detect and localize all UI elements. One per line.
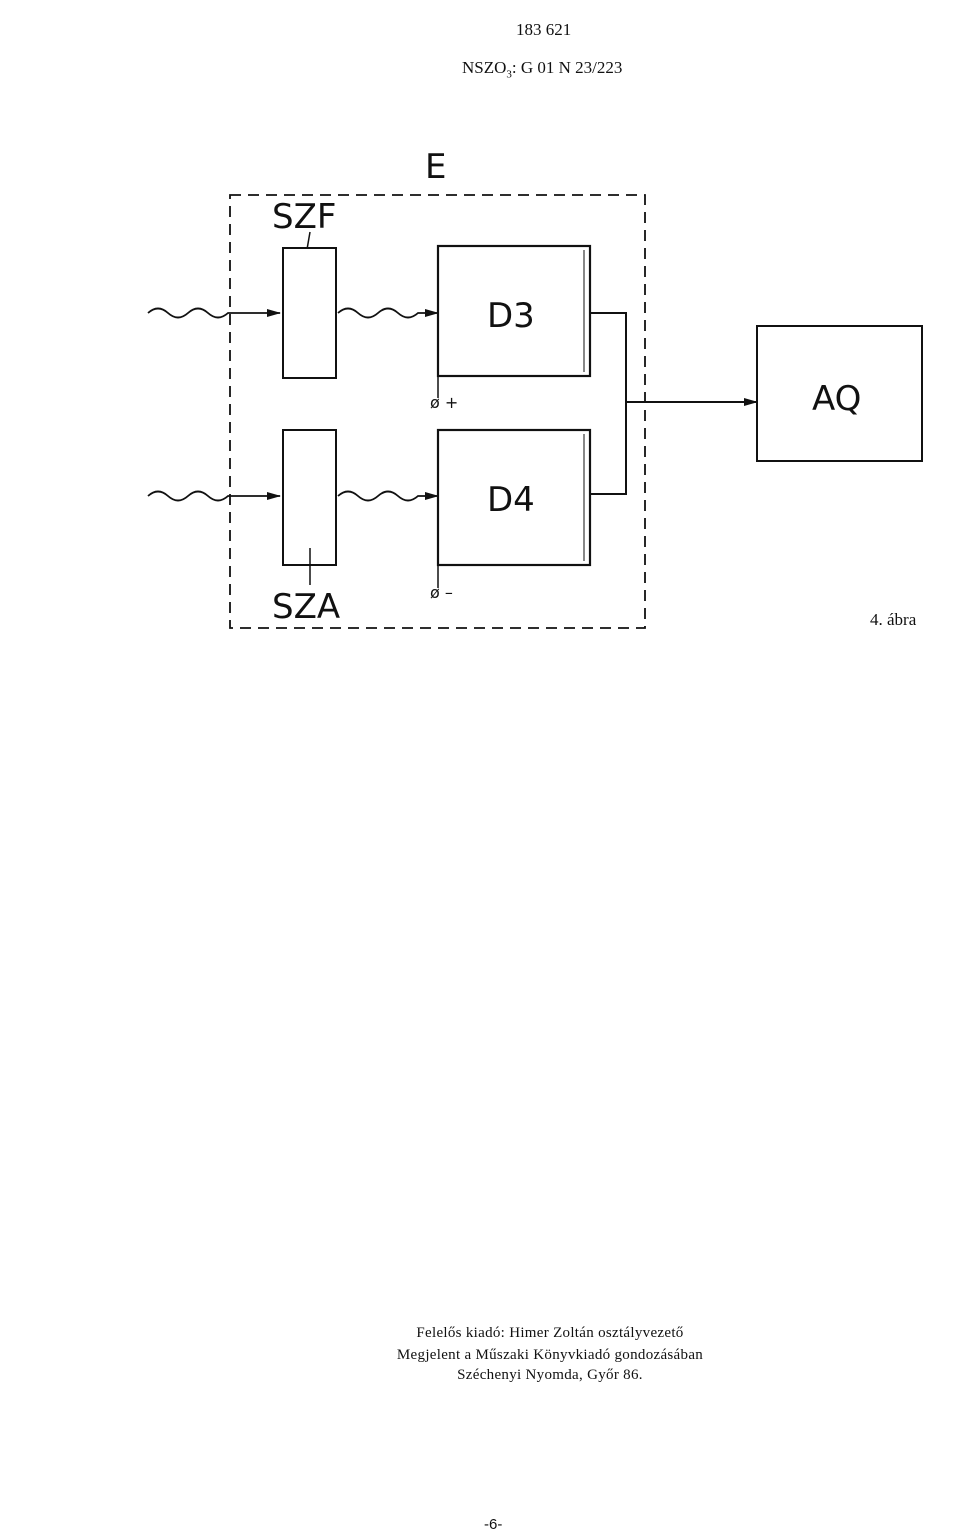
filter-bottom-block (282, 429, 337, 566)
filter-bottom-label: SZA (272, 587, 340, 627)
terminal-bottom-label: ø – (430, 583, 453, 602)
classification-code: NSZO3: G 01 N 23/223 (462, 58, 622, 80)
analyzer-block (756, 325, 923, 462)
wave-to-detector-bottom (337, 490, 439, 502)
input-wave-bottom (147, 490, 281, 502)
terminal-top-label: ø + (430, 393, 458, 412)
wave-to-detector-top (337, 307, 439, 319)
detector-top-block (436, 244, 592, 378)
enclosure-border (229, 194, 646, 629)
enclosure-label: E (425, 147, 446, 187)
wire-detector-bottom-out (590, 400, 627, 495)
filter-top-label: SZF (272, 197, 336, 237)
input-wave-top (147, 307, 281, 319)
detector-top-label: D3 (487, 296, 535, 336)
footer-printer-line: Széchenyi Nyomda, Győr 86. (457, 1367, 643, 1383)
patent-number: 183 621 (516, 20, 572, 39)
footer-publisher-line: Felelős kiadó: Himer Zoltán osztályvezet… (416, 1325, 684, 1341)
classification-suffix: : G 01 N 23/223 (511, 58, 623, 77)
figure-caption: 4. ábra (870, 610, 917, 629)
classification-prefix: NSZO (462, 58, 507, 77)
classification-subscript: 3 (506, 68, 512, 81)
wire-detector-top-out (590, 312, 627, 400)
detector-bottom-label: D4 (487, 480, 535, 520)
footer-published-line: Megjelent a Műszaki Könyvkiadó gondozásá… (396, 1347, 704, 1363)
page-number: -6- (484, 1516, 503, 1533)
detector-bottom-block (436, 428, 592, 567)
filter-top-block (282, 247, 337, 379)
analyzer-label: AQ (812, 379, 861, 419)
block-diagram: E SZF D3 ø + D4 ø – SZA AQ (147, 147, 923, 629)
